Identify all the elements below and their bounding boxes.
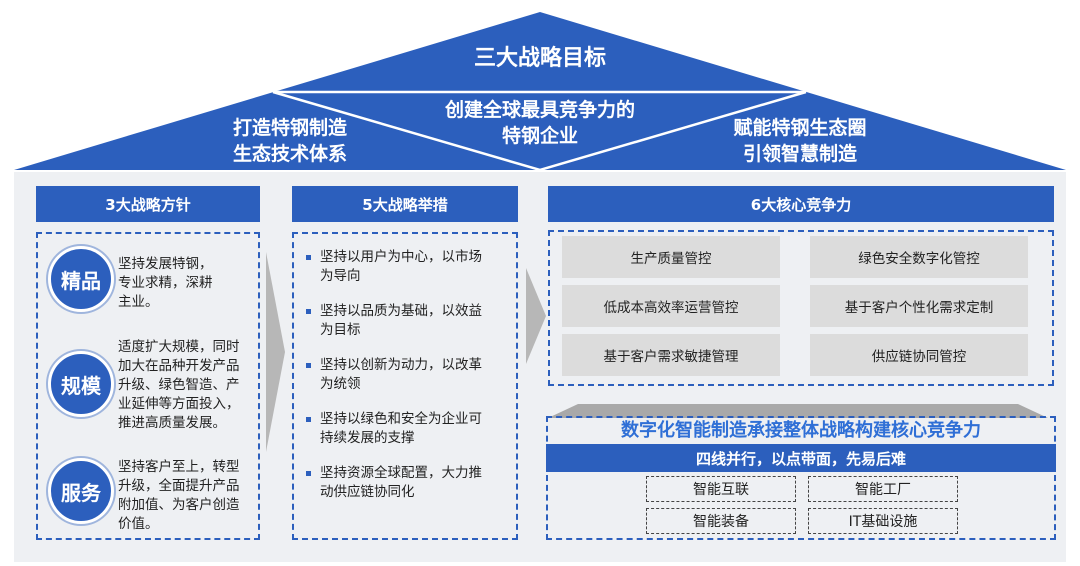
competency-cell: 基于客户个性化需求定制 bbox=[810, 285, 1028, 327]
digital-item: 智能工厂 bbox=[808, 476, 958, 502]
measure-line: 坚持资源全球配置，大力推 bbox=[320, 465, 482, 481]
digital-bar: 四线并行，以点带面，先易后难 bbox=[546, 444, 1056, 472]
measure-line: 持续发展的支撑 bbox=[320, 430, 415, 446]
digital-panel bbox=[546, 416, 1056, 540]
measures-panel bbox=[292, 232, 518, 540]
bullet-icon bbox=[306, 417, 311, 422]
policy-text-line: 坚持客户至上，转型 bbox=[118, 459, 240, 475]
roof-center-goal-line: 创建全球最具竞争力的 bbox=[444, 99, 635, 121]
policy-text-line: 适度扩大规模，同时 bbox=[118, 339, 240, 355]
measure-item: 坚持以品质为基础，以效益 为目标 bbox=[306, 302, 510, 340]
bullet-icon bbox=[306, 309, 311, 314]
policies-panel bbox=[36, 232, 260, 540]
policies-header: 3大战略方针 bbox=[36, 186, 260, 222]
digital-item: 智能互联 bbox=[646, 476, 796, 502]
measure-item: 坚持以用户为中心，以市场 为导向 bbox=[306, 248, 510, 286]
measure-line: 为统领 bbox=[320, 376, 361, 392]
measure-item: 坚持以创新为动力，以改革 为统领 bbox=[306, 356, 510, 394]
policy-text-line: 升级、绿色智造、产 bbox=[118, 377, 240, 393]
digital-item: IT基础设施 bbox=[808, 508, 958, 534]
measure-line: 坚持以创新为动力，以改革 bbox=[320, 357, 482, 373]
roof-right-goal: 赋能特钢生态圈 引领智慧制造 bbox=[690, 116, 910, 167]
policy-text-line: 业延伸等方面投入， bbox=[118, 396, 240, 412]
policy-text-line: 加大在品种开发产品 bbox=[118, 358, 240, 374]
roof-apex-title: 三大战略目标 bbox=[473, 46, 606, 71]
digital-item: 智能装备 bbox=[646, 508, 796, 534]
roof-right-goal-line: 引领智慧制造 bbox=[742, 142, 857, 165]
policy-text-line: 推进高质量发展。 bbox=[118, 415, 226, 431]
policy-text-service: 坚持客户至上，转型 升级，全面提升产品 附加值、为客户创造 价值。 bbox=[118, 458, 258, 534]
roof-center-goal: 创建全球最具竞争力的 特钢企业 bbox=[400, 98, 680, 149]
roof-right-goal-line: 赋能特钢生态圈 bbox=[733, 117, 867, 139]
roof-left-goal-line: 生态技术体系 bbox=[232, 142, 347, 165]
policy-text-line: 主业。 bbox=[118, 294, 159, 310]
measure-item: 坚持资源全球配置，大力推 动供应链协同化 bbox=[306, 464, 510, 502]
policy-text-scale: 适度扩大规模，同时 加大在品种开发产品 升级、绿色智造、产 业延伸等方面投入， … bbox=[118, 338, 258, 433]
policy-badge-scale: 规模 bbox=[48, 351, 114, 417]
competency-cell: 绿色安全数字化管控 bbox=[810, 236, 1028, 278]
measure-item: 坚持以绿色和安全为企业可 持续发展的支撑 bbox=[306, 410, 510, 448]
policy-badge-service: 服务 bbox=[48, 458, 114, 524]
policy-text-line: 专业求精，深耕 bbox=[118, 275, 213, 291]
competency-cell: 低成本高效率运营管控 bbox=[562, 285, 780, 327]
competency-cell: 供应链协同管控 bbox=[810, 334, 1028, 376]
digital-title: 数字化智能制造承接整体战略构建核心竞争力 bbox=[621, 420, 981, 441]
measure-line: 为目标 bbox=[320, 322, 361, 338]
competencies-header: 6大核心竞争力 bbox=[548, 186, 1054, 222]
competency-cell: 基于客户需求敏捷管理 bbox=[562, 334, 780, 376]
policy-text-quality: 坚持发展特钢， 专业求精，深耕 主业。 bbox=[118, 255, 258, 312]
measures-header: 5大战略举措 bbox=[292, 186, 518, 222]
policy-text-line: 坚持发展特钢， bbox=[118, 256, 213, 272]
measure-line: 坚持以品质为基础，以效益 bbox=[320, 303, 482, 319]
upward-support-shape bbox=[548, 404, 1048, 418]
measure-line: 坚持以绿色和安全为企业可 bbox=[320, 411, 482, 427]
competencies-panel bbox=[548, 230, 1054, 386]
measure-line: 坚持以用户为中心，以市场 bbox=[320, 249, 482, 265]
roof-left-goal-line: 打造特钢制造 bbox=[232, 117, 347, 139]
bullet-icon bbox=[306, 471, 311, 476]
policy-text-line: 附加值、为客户创造 bbox=[118, 497, 240, 513]
arrow-measures-to-competencies bbox=[526, 268, 546, 364]
policy-text-line: 价值。 bbox=[118, 516, 159, 532]
competency-cell: 生产质量管控 bbox=[562, 236, 780, 278]
roof-left-goal: 打造特钢制造 生态技术体系 bbox=[180, 116, 400, 167]
bullet-icon bbox=[306, 363, 311, 368]
policy-badge-quality: 精品 bbox=[48, 246, 114, 312]
bullet-icon bbox=[306, 255, 311, 260]
roof-inner-triangle-sides bbox=[272, 90, 807, 172]
roof-center-goal-line: 特钢企业 bbox=[501, 124, 578, 147]
arrow-policies-to-measures bbox=[266, 252, 285, 452]
policy-text-line: 升级，全面提升产品 bbox=[118, 478, 240, 494]
measure-line: 为导向 bbox=[320, 268, 361, 284]
measure-line: 动供应链协同化 bbox=[320, 484, 415, 500]
